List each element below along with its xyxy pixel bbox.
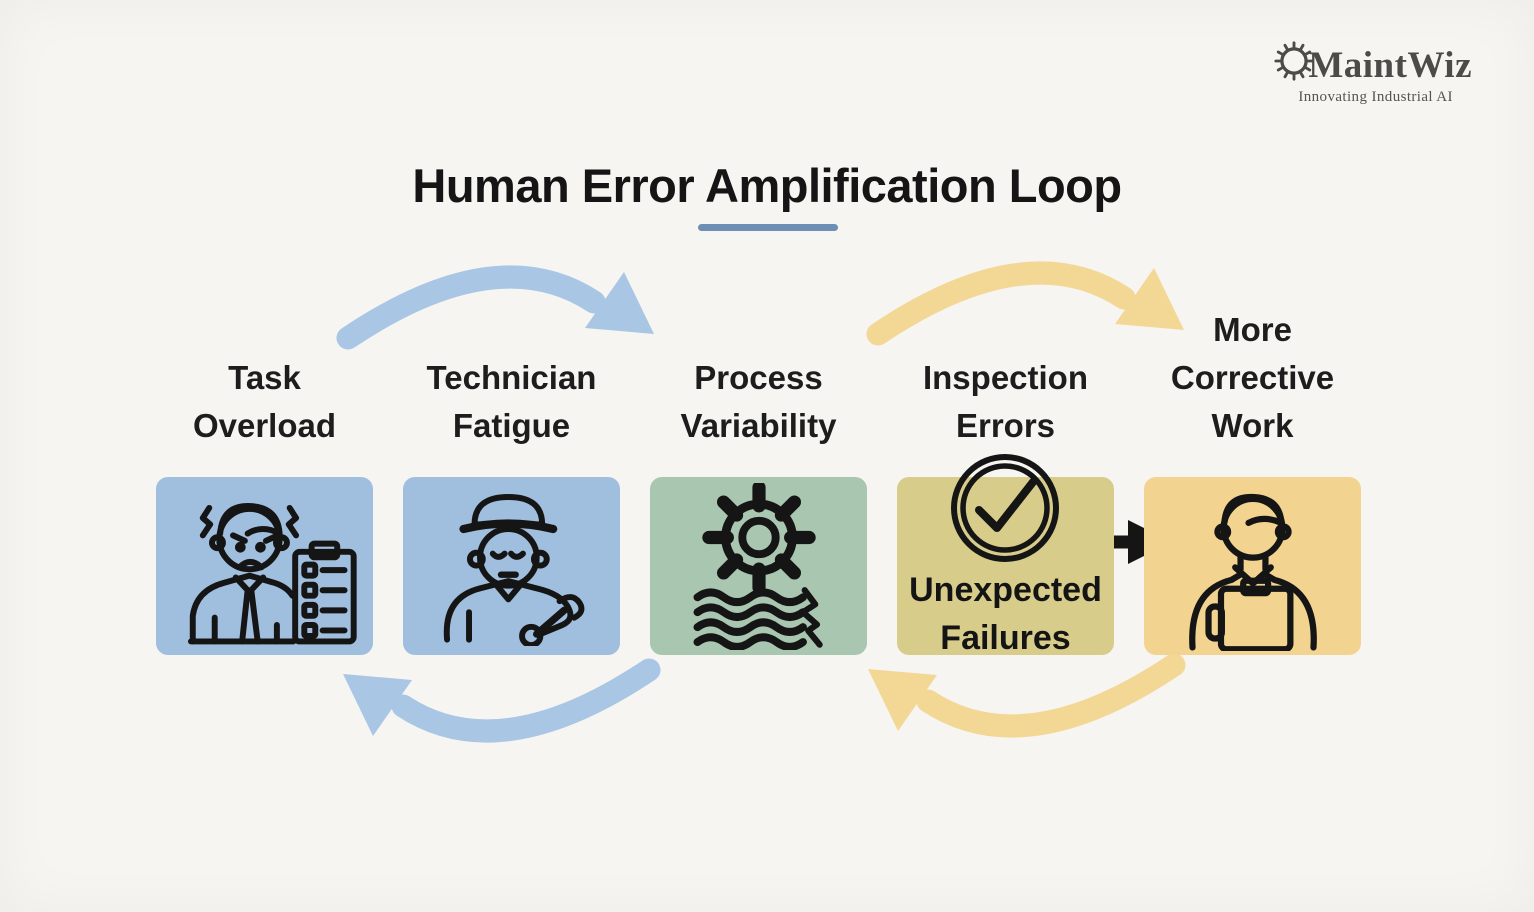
stage-process-variability: Process Variability xyxy=(650,0,867,912)
check-circle-icon xyxy=(951,454,1059,562)
title-underline xyxy=(698,224,838,231)
stage-box xyxy=(650,477,867,655)
stage-label: More Corrective Work xyxy=(1170,311,1335,444)
loop-arrow-top-right xyxy=(866,261,1184,346)
stage-inspection-errors: Inspection Errors Unexpected Failures xyxy=(897,0,1114,912)
page-title: Human Error Amplification Loop xyxy=(412,159,1122,212)
stage-task-overload: Task Overload xyxy=(156,0,373,912)
logo-name: MaintWiz xyxy=(1308,45,1472,86)
logo-tagline: Innovating Industrial AI xyxy=(1298,89,1453,105)
tired-technician-icon xyxy=(443,494,584,646)
stage-technician-fatigue: Technician Fatigue xyxy=(403,0,620,912)
gear-logo-icon xyxy=(1274,40,1314,81)
stage-label: Process Variability xyxy=(680,359,837,444)
loop-arrow-bottom-left xyxy=(343,658,661,743)
logo: MaintWiz Innovating Industrial AI xyxy=(1272,40,1472,106)
stage-sub-label: Unexpected Failures xyxy=(909,571,1102,657)
stage-more-corrective-work: More Corrective Work xyxy=(1144,0,1361,912)
loop-arrow-top-left xyxy=(336,265,654,350)
stage-box xyxy=(1144,477,1361,655)
stage-box xyxy=(403,477,620,655)
stressed-worker-checklist-icon xyxy=(187,503,357,645)
stage-box xyxy=(156,477,373,655)
stage-label: Technician Fatigue xyxy=(426,359,597,444)
gear-waves-icon xyxy=(693,482,823,650)
worker-clipboard-icon xyxy=(1188,493,1317,651)
stage-label: Inspection Errors xyxy=(922,359,1089,444)
loop-arrow-bottom-right xyxy=(868,653,1186,738)
stage-box xyxy=(897,477,1114,655)
stage-label: Task Overload xyxy=(192,359,337,444)
